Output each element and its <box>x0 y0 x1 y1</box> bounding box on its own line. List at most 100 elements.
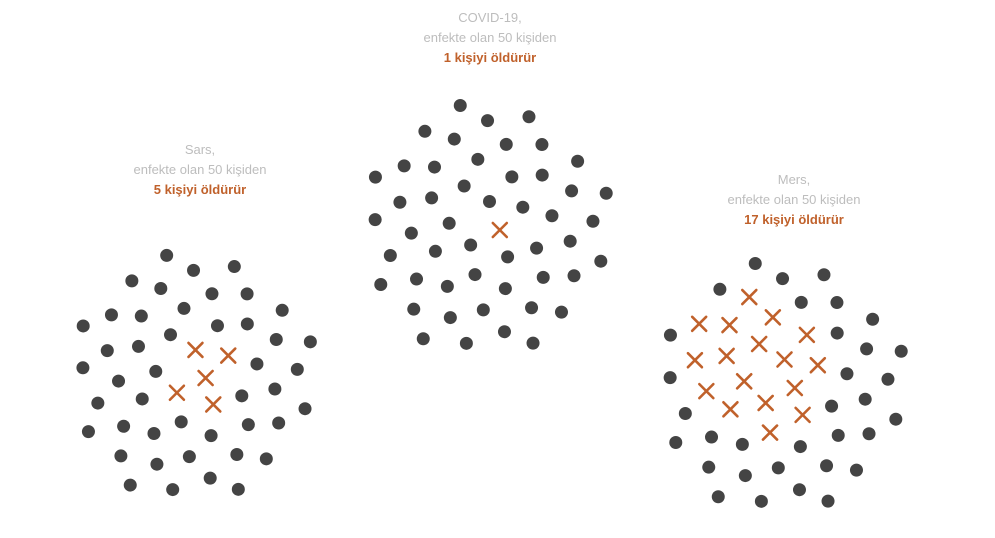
sars-person-dot <box>76 361 90 375</box>
sars-cluster <box>76 248 317 497</box>
sars-person-dot <box>114 449 128 463</box>
covid-person-dot <box>407 302 421 316</box>
mers-death-mark <box>690 315 708 333</box>
sars-person-dot <box>203 471 217 485</box>
sars-person-dot <box>81 425 95 439</box>
mers-person-dot <box>793 440 807 454</box>
covid-person-dot <box>459 336 473 350</box>
covid-person-dot <box>594 254 608 268</box>
covid-person-dot <box>497 325 511 339</box>
covid-person-dot <box>443 311 457 325</box>
mers-person-dot <box>663 371 677 385</box>
mers-subtitle: enfekte olan 50 kişiden <box>727 192 861 207</box>
mers-person-dot <box>889 412 903 426</box>
covid-person-dot <box>393 195 407 209</box>
sars-person-dot <box>268 382 282 396</box>
mers-person-dot <box>713 282 727 296</box>
mers-person-dot <box>866 312 880 326</box>
mers-person-dot <box>840 367 854 381</box>
mers-person-dot <box>669 436 683 450</box>
mers-death-mark <box>794 406 811 424</box>
mers-death-mark <box>786 379 804 397</box>
covid-person-dot <box>383 248 397 262</box>
sars-person-dot <box>125 274 139 288</box>
covid-person-dot <box>565 184 579 198</box>
sars-person-dot <box>227 260 241 274</box>
mers-death-mark <box>722 400 739 418</box>
sars-person-dot <box>112 374 126 388</box>
mers-cluster <box>663 256 908 508</box>
covid-person-dot <box>410 272 424 286</box>
mers-person-dot <box>678 406 692 420</box>
sars-person-dot <box>210 319 224 333</box>
sars-person-dot <box>275 303 289 317</box>
covid-person-dot <box>440 279 454 293</box>
mers-person-dot <box>862 427 876 441</box>
covid-person-dot <box>535 138 549 152</box>
covid-person-dot <box>468 268 482 282</box>
mers-death-mark <box>686 351 704 369</box>
mers-person-dot <box>776 272 790 286</box>
mers-death-mark <box>757 394 774 412</box>
mers-person-dot <box>894 344 908 358</box>
sars-person-dot <box>147 427 161 441</box>
covid-person-dot <box>516 200 530 214</box>
covid-person-dot <box>530 241 544 255</box>
mers-person-dot <box>711 490 725 504</box>
covid-person-dot <box>536 270 550 284</box>
sars-person-dot <box>100 344 114 358</box>
sars-person-dot <box>164 328 178 342</box>
sars-person-dot <box>241 418 255 432</box>
covid-person-dot <box>522 110 536 124</box>
covid-person-dot <box>526 336 540 350</box>
mers-person-dot <box>735 437 749 451</box>
covid-person-dot <box>476 303 490 317</box>
mers-death-mark <box>798 326 816 344</box>
sars-death-mark <box>197 369 214 387</box>
covid-person-dot <box>525 301 539 315</box>
mers-person-dot <box>820 459 834 473</box>
covid-person-dot <box>416 332 430 346</box>
mers-person-dot <box>794 295 808 309</box>
covid-person-dot <box>442 216 456 230</box>
mers-person-dot <box>881 372 895 386</box>
covid-person-dot <box>471 152 485 166</box>
sars-person-dot <box>182 450 196 464</box>
sars-person-dot <box>272 416 286 430</box>
sars-title: Sars, <box>184 142 216 157</box>
sars-person-dot <box>123 478 137 492</box>
mers-person-dot <box>754 494 768 508</box>
sars-person-dot <box>76 319 90 333</box>
sars-person-dot <box>91 396 105 410</box>
covid-person-dot <box>447 132 461 146</box>
covid-person-dot <box>567 269 581 283</box>
sars-person-dot <box>250 357 264 371</box>
covid-person-dot <box>599 186 613 200</box>
sars-person-dot <box>303 335 317 349</box>
sars-person-dot <box>166 483 180 497</box>
covid-person-dot <box>483 194 497 208</box>
mers-death-mark <box>721 316 738 334</box>
sars-person-dot <box>259 452 273 466</box>
sars-person-dot <box>231 482 245 496</box>
covid-title: COVID-19, <box>458 10 522 25</box>
covid-person-dot <box>397 159 411 173</box>
sars-person-dot <box>160 248 174 262</box>
sars-person-dot <box>177 301 191 315</box>
covid-kill-text: 1 kişiyi öldürür <box>443 50 537 65</box>
covid-person-dot <box>499 137 513 151</box>
sars-person-dot <box>131 339 145 353</box>
mers-death-mark <box>776 351 793 368</box>
mers-death-mark <box>735 373 753 390</box>
mers-death-mark <box>750 335 768 353</box>
covid-person-dot <box>563 234 577 248</box>
sars-death-mark <box>187 341 204 359</box>
sars-person-dot <box>240 287 254 301</box>
mers-person-dot <box>748 256 762 270</box>
mers-kill-text: 17 kişiyi öldürür <box>744 212 844 227</box>
sars-person-dot <box>154 281 168 295</box>
mers-person-dot <box>830 326 844 340</box>
mers-title: Mers, <box>777 172 811 187</box>
mers-death-mark <box>718 347 735 365</box>
covid-person-dot <box>457 179 471 193</box>
